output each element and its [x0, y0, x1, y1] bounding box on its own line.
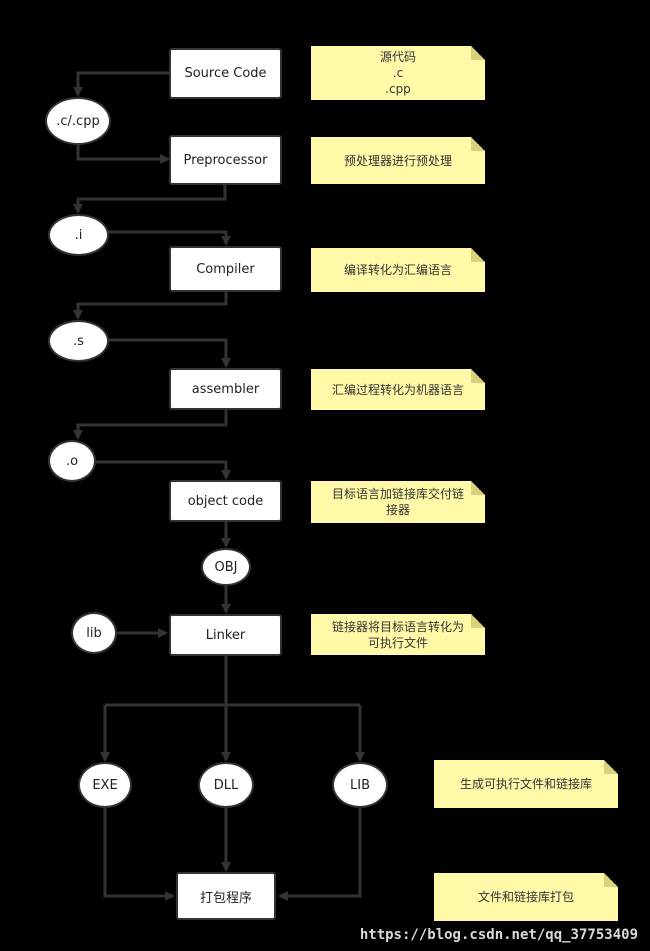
linker-label: Linker [205, 627, 246, 643]
edge-o-to-objectcode [96, 460, 231, 480]
obj-label: OBJ [214, 559, 238, 575]
object-code-label: object code [187, 493, 264, 509]
edge-s-to-assembler [108, 338, 231, 368]
o-file-ellipse: .o [48, 440, 96, 482]
note-preprocess: 预处理器进行预处理 [311, 137, 485, 184]
lib-input-label: lib [86, 625, 102, 641]
compiler-label: Compiler [196, 261, 255, 277]
note-compile: 编译转化为汇编语言 [311, 248, 485, 292]
preprocessor-box: Preprocessor [169, 135, 282, 185]
cpp-file-ellipse: .c/.cpp [45, 97, 111, 145]
watermark-text: https://blog.csdn.net/qq_37753409 [359, 927, 638, 943]
edge-compiler-to-s [73, 292, 228, 320]
compiler-box: Compiler [169, 246, 282, 292]
note-output-text: 生成可执行文件和链接库 [459, 777, 592, 791]
edge-exe-to-package [103, 808, 175, 901]
note-link-text: 链接器将目标语言转化为 可执行文件 [331, 619, 464, 650]
linker-box: Linker [169, 614, 282, 656]
note-source: 源代码 .c .cpp [311, 46, 485, 100]
exe-ellipse: EXE [78, 762, 132, 808]
package-label: 打包程序 [199, 890, 252, 906]
note-pack-text: 文件和链接库打包 [477, 890, 574, 904]
assembler-label: assembler [191, 381, 260, 397]
preprocessor-label: Preprocessor [183, 152, 268, 168]
lib-input-ellipse: lib [71, 612, 117, 654]
cpp-file-label: .c/.cpp [56, 113, 100, 129]
package-box: 打包程序 [176, 872, 276, 920]
note-assemble: 汇编过程转化为机器语言 [311, 369, 485, 410]
note-object-text: 目标语言加链接库交付链 接器 [331, 487, 464, 517]
lib-output-label: LIB [350, 777, 370, 793]
edge-lib-to-package [278, 808, 362, 901]
edge-i-to-compiler [108, 230, 231, 246]
edge-assembler-to-o [73, 410, 228, 440]
source-code-label: Source Code [184, 66, 267, 81]
s-file-ellipse: .s [48, 320, 109, 362]
edge-source-to-cpp [73, 71, 169, 97]
object-code-box: object code [169, 480, 282, 522]
note-pack: 文件和链接库打包 [434, 873, 618, 921]
assembler-box: assembler [169, 368, 282, 410]
edge-preprocessor-to-i [73, 185, 227, 214]
note-preprocess-text: 预处理器进行预处理 [343, 153, 452, 168]
note-source-text: 源代码 .c .cpp [379, 50, 416, 96]
note-link: 链接器将目标语言转化为 可执行文件 [311, 614, 485, 655]
note-object: 目标语言加链接库交付链 接器 [311, 481, 485, 523]
source-code-box: Source Code [169, 48, 282, 99]
i-file-ellipse: .i [48, 214, 109, 256]
note-compile-text: 编译转化为汇编语言 [343, 263, 452, 277]
note-output: 生成可执行文件和链接库 [434, 760, 618, 808]
o-file-label: .o [65, 453, 79, 469]
edge-cpp-to-preprocessor [76, 145, 170, 164]
obj-ellipse: OBJ [201, 548, 251, 586]
s-file-label: .s [73, 333, 84, 349]
note-assemble-text: 汇编过程转化为机器语言 [331, 382, 464, 397]
lib-output-ellipse: LIB [332, 762, 388, 808]
dll-label: DLL [213, 777, 239, 793]
exe-label: EXE [92, 777, 118, 793]
i-file-label: .i [74, 227, 83, 243]
dll-ellipse: DLL [198, 762, 254, 808]
